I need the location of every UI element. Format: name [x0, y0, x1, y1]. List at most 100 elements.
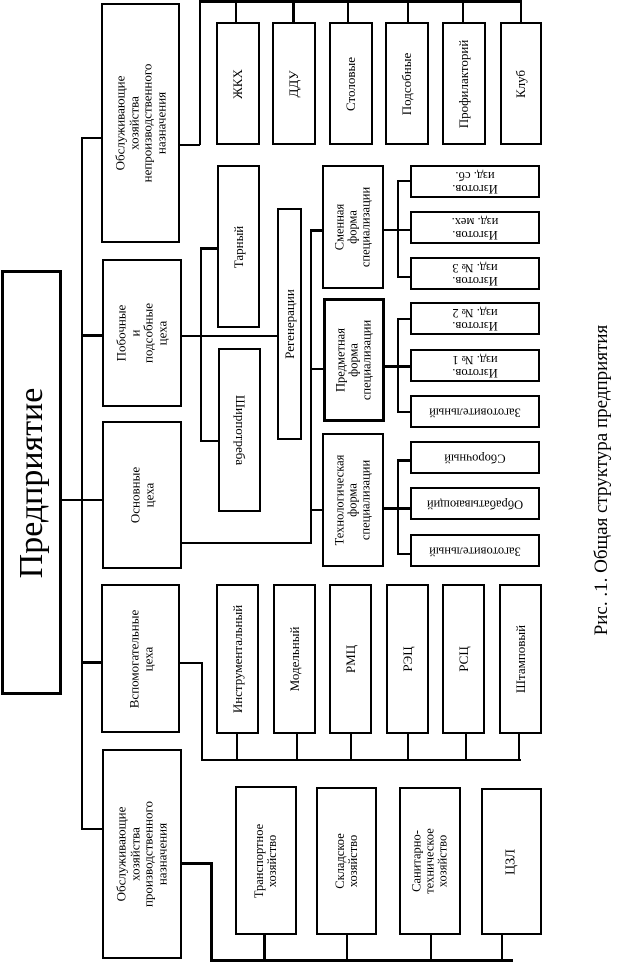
child-rets: РЭЦ: [386, 584, 429, 734]
child-shtampovy: Штамповый: [499, 584, 542, 734]
child-label: Штамповый: [512, 624, 528, 694]
item-izgotov-2: Изготов. изд. № 2: [410, 302, 540, 335]
child-label: Тарный: [230, 225, 246, 268]
tekhnologicheskaya-drop: [397, 553, 411, 555]
child-label: Профилакторий: [456, 39, 472, 128]
item-label: Изготов. изд. № 1: [452, 352, 498, 380]
child-label: РСЦ: [455, 646, 471, 672]
item-zagotovitelny-p: Заготовительный: [410, 395, 540, 428]
b3-bus: [201, 759, 521, 761]
b3-riser: [201, 662, 203, 760]
b2-to-tekhnologicheskaya: [310, 509, 324, 511]
b1-riser: [200, 247, 202, 440]
b4-riser: [210, 862, 213, 962]
child-label: РЭЦ: [399, 646, 415, 672]
child-label: Столовые: [343, 56, 359, 111]
b0-drop: [235, 1, 237, 23]
item-izgotov-1: Изготов. изд. № 1: [410, 349, 540, 382]
connector-b1: [81, 334, 102, 337]
child-label: Модельный: [286, 626, 302, 692]
child-modelny: Модельный: [273, 584, 316, 734]
item-zagotovitelny-t: Заготовительный: [410, 534, 540, 567]
branch-main: Основные цеха: [102, 421, 182, 569]
item-label: Обрабатывающий: [426, 497, 524, 512]
b1-stub: [182, 335, 277, 337]
b3-drop: [518, 733, 520, 760]
branch-auxiliary-side: Побочные и подсобные цеха: [102, 259, 182, 407]
root-enterprise-box: Предприятие: [1, 270, 62, 695]
b0-drop: [347, 1, 349, 23]
b0-drop: [462, 1, 464, 23]
child-podsobnye: Подсобные: [385, 22, 429, 145]
item-izgotov-mekh: Изготов. изд. мех.: [410, 211, 540, 244]
b3-drop: [296, 733, 298, 760]
b2-to-smennaya: [310, 229, 324, 232]
child-label: Подсобные: [399, 52, 415, 115]
b0-riser: [199, 1, 201, 145]
form-smennaya: Сменная форма специализации: [322, 165, 384, 289]
tekhnologicheskaya-drop: [397, 459, 411, 462]
child-transport: Транспортное хозяйство: [235, 786, 297, 935]
connector-b0: [81, 137, 102, 139]
b4-drop: [501, 933, 503, 960]
branch-service-nonprod: Обслуживающие хозяйства непроизводственн…: [101, 3, 180, 243]
smennaya-stub: [384, 229, 409, 231]
child-label: Транспортное хозяйство: [251, 823, 279, 898]
child-label: Клуб: [513, 69, 529, 98]
child-klub: Клуб: [500, 22, 542, 145]
predmetnaya-drop: [397, 318, 411, 320]
child-label: ЦЗЛ: [503, 848, 519, 875]
smennaya-bus: [397, 180, 399, 277]
child-sklad: Складское хозяйство: [316, 787, 377, 935]
b3-drop: [350, 733, 352, 760]
item-izgotov-sb: Изготов. изд. сб.: [410, 165, 540, 198]
connector-b2: [81, 499, 102, 501]
child-sanitary: Санитарно- техническое хозяйство: [399, 787, 461, 935]
child-zhkh: ЖКХ: [216, 22, 260, 145]
b0-bus: [199, 0, 522, 3]
item-label: Сборочный: [444, 451, 506, 466]
b3-drop: [407, 733, 409, 760]
predmetnaya-drop: [397, 411, 411, 413]
child-label: Санитарно- техническое хозяйство: [409, 828, 450, 894]
form-predmetnaya: Предметная форма специализации: [323, 298, 385, 422]
b0-drop: [407, 1, 409, 23]
b0-stub: [180, 144, 200, 146]
child-regeneratsii: Регенерации: [277, 208, 302, 440]
branch-auxiliary: Вспомогательные цеха: [101, 584, 180, 733]
smennaya-drop: [397, 180, 411, 182]
b4-drop: [430, 933, 432, 960]
child-ddu: ДДУ: [272, 22, 316, 145]
b1-to-tarny: [200, 247, 218, 250]
smennaya-drop: [397, 229, 411, 231]
branch-label: Обслуживающие хозяйства производственног…: [113, 800, 170, 908]
form-label: Предметная форма специализации: [333, 319, 374, 401]
b3-drop: [236, 733, 238, 760]
figure-caption: Рис. .1. Общая структура предприятия: [591, 324, 612, 636]
form-label: Технологическая форма специализации: [332, 454, 373, 546]
item-label: Изготов. изд. сб.: [452, 168, 498, 196]
child-tarny: Тарный: [217, 165, 260, 328]
branch-service-prod: Обслуживающие хозяйства производственног…: [102, 749, 182, 959]
b4-drop: [263, 933, 266, 960]
b2-stub: [182, 542, 312, 544]
b1-to-shirpotreba: [200, 440, 218, 442]
predmetnaya-bus: [397, 318, 399, 412]
branch-label: Обслуживающие хозяйства непроизводственн…: [112, 63, 169, 183]
item-label: Изготов. изд. № 3: [452, 260, 498, 288]
b4-stub: [182, 862, 212, 865]
child-shirpotreba: Ширпотреба: [218, 348, 261, 512]
child-label: ДДУ: [286, 69, 302, 98]
b3-drop: [465, 733, 467, 760]
tekhnologicheskaya-bus: [397, 459, 399, 554]
item-label: Заготовительный: [429, 544, 521, 559]
item-sborochny: Сборочный: [410, 441, 540, 474]
item-label: Изготов. изд. мех.: [451, 214, 499, 242]
form-label: Сменная форма специализации: [332, 186, 373, 268]
item-izgotov-3: Изготов. изд. № 3: [410, 257, 540, 290]
b2-riser: [310, 229, 312, 543]
branch-label: Побочные и подсобные цеха: [113, 302, 170, 364]
child-stolovye: Столовые: [329, 22, 373, 145]
connector-b4: [81, 828, 102, 830]
item-label: Заготовительный: [429, 405, 521, 420]
